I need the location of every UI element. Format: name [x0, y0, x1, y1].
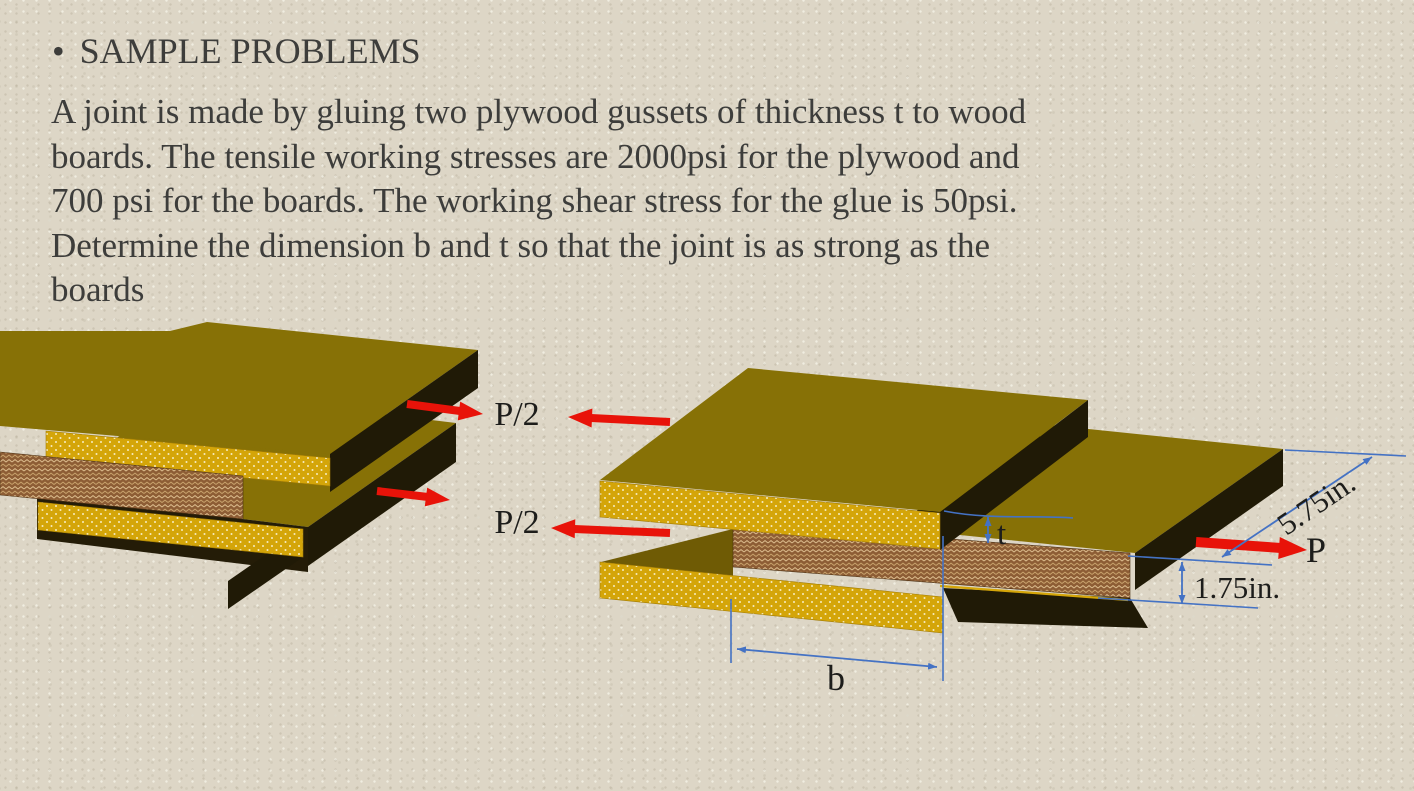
bottom-gusset-top-wedge [601, 529, 733, 576]
label-force-half-upper: P/2 [494, 396, 539, 433]
paragraph-line: A joint is made by gluing two plywood gu… [51, 92, 1027, 131]
top-gusset-top-face [600, 368, 1088, 512]
upper-board-end-face [330, 350, 478, 492]
right-joint-illustration [599, 368, 1283, 634]
force-arrow-lower-right [376, 487, 450, 507]
slide-title-row: • SAMPLE PROBLEMS [52, 31, 421, 71]
label-force-half-lower: P/2 [494, 504, 539, 541]
top-gusset-end-face [940, 400, 1088, 550]
board-edge-grain [732, 521, 1131, 599]
dimension-t [943, 510, 1074, 543]
label-thickness-t: t [997, 516, 1006, 552]
dimension-1-75 [1097, 555, 1273, 609]
paragraph-line: Determine the dimension b and t so that … [51, 225, 991, 265]
label-board-thickness-1-75: 1.75in. [1194, 570, 1280, 605]
label-width-b: b [827, 658, 845, 698]
top-gusset-edge [599, 480, 941, 550]
force-arrow-upper-left [568, 408, 671, 428]
board-edge-grain [0, 451, 244, 520]
upper-board-top-face [0, 322, 478, 454]
gusset-edge-highlight [939, 584, 1129, 602]
slide-title: SAMPLE PROBLEMS [79, 31, 421, 71]
dimension-5-75 [1221, 449, 1407, 558]
problem-statement: A joint is made by gluing two plywood gu… [51, 90, 1391, 313]
paragraph-line: 700 psi for the boards. The working shea… [51, 181, 1018, 220]
force-arrow-lower-left [551, 519, 671, 539]
bottom-gusset-edge [37, 501, 304, 558]
paragraph-line: boards. The tensile working stresses are… [51, 136, 1020, 176]
dimension-b [730, 536, 944, 681]
top-gusset-edge [45, 430, 331, 487]
left-joint-illustration [0, 322, 478, 609]
paragraph-line: boards [51, 270, 145, 309]
force-arrow-upper-right [406, 400, 483, 421]
label-force-p: P [1306, 530, 1326, 570]
bullet-icon: • [52, 31, 65, 71]
